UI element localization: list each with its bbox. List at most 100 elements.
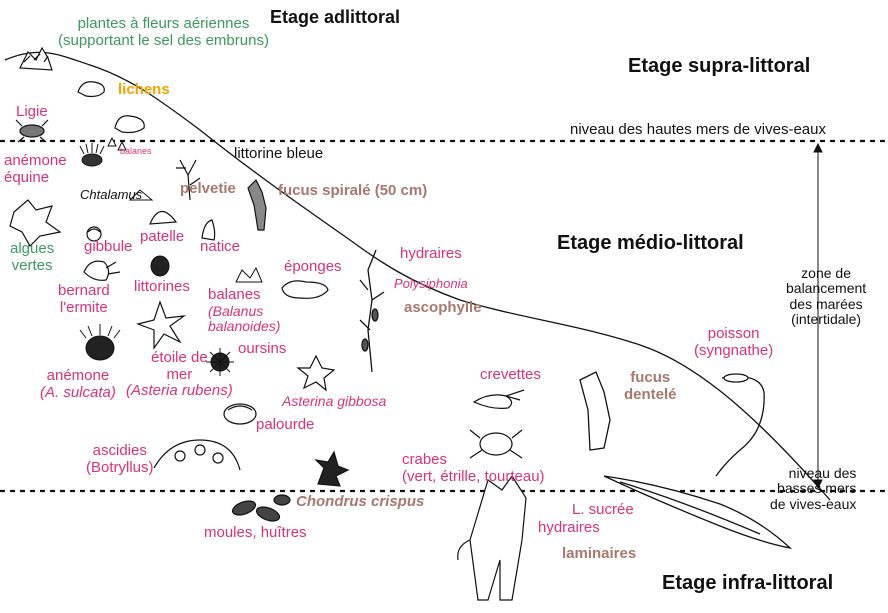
hermit-crab-icon: [83, 260, 121, 281]
flowering-plant-icon: [19, 46, 53, 71]
l-sucree-label: L. sucrée: [572, 501, 634, 518]
bernard-label: bernard l'ermite: [58, 282, 110, 316]
patelle-label: patelle: [140, 228, 185, 245]
zone-supra-title: Etage supra-littoral: [628, 55, 811, 77]
hydraires-label-2: hydraires: [538, 519, 600, 536]
ascidies-label: ascidies (Botryllus): [86, 442, 154, 476]
bernard-line-2: l'ermite: [59, 298, 108, 316]
crabes-line-1: crabes: [402, 451, 448, 468]
etoile-line-2: mer: [166, 365, 193, 383]
balanes-small-icon: [107, 136, 127, 151]
anemone-sulcata-icon: [79, 324, 121, 361]
plantes-line-1: plantes à fleurs aériennes: [77, 15, 250, 32]
palourde-label: palourde: [256, 416, 315, 433]
balanes-label: balanes (Balanus balanoides): [208, 286, 281, 334]
shore-profile-line: [4, 51, 831, 501]
crabes-label: crabes (vert, étrille, tourteau): [402, 451, 545, 485]
balanes-icon: [235, 266, 263, 283]
fucus-dentele-label: fucus dentelé: [624, 369, 677, 403]
natice-icon: [201, 219, 216, 241]
low-water-line-3: de vives-eaux: [770, 495, 857, 512]
moules-icon: [231, 494, 291, 522]
lichen-icon: [77, 81, 145, 134]
ascidies-icon: [153, 439, 241, 471]
anemone-sulcata-label: anémone (A. sulcata): [40, 367, 116, 401]
hydraires-label-1: hydraires: [400, 245, 462, 262]
ascophylle-label: ascophylle: [404, 299, 482, 316]
tidal-range-line-1: zone de: [801, 265, 851, 281]
algues-vertes-label: algues vertes: [10, 240, 55, 274]
pelvetie-icon: [176, 159, 201, 201]
ascophylle-icon: [359, 249, 385, 373]
chondrus-icon: [314, 450, 350, 487]
poisson-label: poisson (syngnathe): [694, 325, 774, 359]
crevettes-label: crevettes: [480, 366, 541, 383]
plantes-line-2: (supportant le sel des embruns): [58, 31, 269, 49]
tidal-range-line-3: des marées: [789, 295, 863, 312]
chtalamus-label: Chtalamus: [80, 187, 143, 202]
fucus-dentele-icon: [579, 371, 611, 451]
tidal-range-line-2: balancement: [786, 280, 867, 297]
laminaires-label: laminaires: [562, 545, 637, 562]
algues-vertes-line-1: algues: [10, 240, 55, 257]
ascidies-line-2: (Botryllus): [86, 458, 154, 476]
gibbule-icon: [86, 226, 102, 242]
asterina-icon: [296, 354, 336, 392]
anemone-equine-line-2: équine: [4, 168, 50, 186]
littorine-bleue-label: littorine bleue: [234, 145, 324, 162]
fucus-spirale-label: fucus spiralé (50 cm): [278, 182, 428, 199]
tidal-range-label: zone de balancement des marées (intertid…: [786, 265, 867, 328]
pelvetie-label: pelvetie: [180, 180, 236, 197]
ligie-label: Ligie: [16, 103, 48, 120]
fucus-dentele-line-1: fucus: [630, 369, 671, 386]
patelle-icon: [149, 210, 178, 225]
high-water-label: niveau des hautes mers de vives-eaux: [570, 121, 826, 138]
anemone-equine-label: anémone équine: [4, 152, 67, 186]
oursins-label: oursins: [238, 340, 287, 357]
poisson-icon: [715, 373, 765, 477]
palourde-icon: [223, 403, 257, 425]
crabe-icon: [469, 429, 523, 459]
etoile-line-1: étoile de: [151, 349, 208, 366]
anemone-equine-line-1: anémone: [4, 152, 67, 169]
bernard-line-1: bernard: [58, 282, 110, 299]
lichens-label: lichens: [118, 81, 170, 98]
zone-medio-title: Etage médio-littoral: [557, 232, 744, 254]
littorines-label: littorines: [134, 278, 190, 295]
low-water-line-1: niveau des: [788, 465, 857, 481]
natice-label: natice: [200, 238, 241, 255]
gibbule-label: gibbule: [84, 238, 133, 255]
balanes-line-3: balanoides): [208, 317, 281, 334]
balanes-line-1: balanes: [208, 286, 261, 303]
etoile-line-3: (Asteria rubens): [126, 382, 233, 399]
polysiphonia-label: Polysiphonia: [394, 276, 468, 291]
crabes-line-2: (vert, étrille, tourteau): [402, 467, 545, 485]
tidal-range-line-4: (intertidale): [791, 311, 862, 328]
etoile-de-mer-icon: [135, 300, 187, 350]
anemone-sulcata-line-1: anémone: [46, 367, 110, 384]
plantes-label: plantes à fleurs aériennes (supportant l…: [58, 15, 269, 49]
laminaire-sucree-icon: [603, 475, 793, 550]
oursin-icon: [206, 348, 234, 376]
anemone-sulcata-line-2: (A. sulcata): [40, 383, 116, 401]
fucus-spirale-icon: [247, 178, 267, 231]
balanes-line-2: (Balanus: [208, 302, 264, 319]
etoile-label: étoile de mer (Asteria rubens): [126, 349, 233, 400]
zone-adlittoral-title: Etage adlittoral: [270, 7, 401, 27]
asterina-label: Asterina gibbosa: [282, 393, 387, 409]
algues-vertes-line-2: vertes: [11, 256, 53, 274]
algues-vertes-icon: [9, 199, 62, 247]
chtalamus-icon: [128, 189, 154, 201]
eponge-icon: [281, 280, 329, 299]
poisson-line-2: (syngnathe): [694, 341, 774, 359]
ligie-icon: [15, 119, 49, 143]
fucus-dentele-line-2: dentelé: [624, 385, 677, 403]
ascidies-line-1: ascidies: [92, 442, 147, 459]
moules-label: moules, huîtres: [204, 524, 307, 541]
poisson-line-1: poisson: [707, 325, 760, 342]
chondrus-label: Chondrus crispus: [296, 493, 425, 510]
laminaires-icon: [457, 474, 527, 601]
crevette-icon: [472, 389, 525, 409]
littorines-icon: [150, 255, 170, 277]
